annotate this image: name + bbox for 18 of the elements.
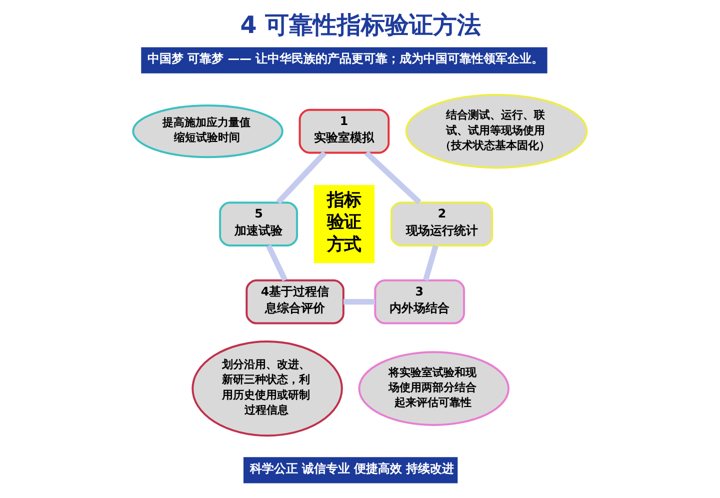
connector <box>422 244 438 281</box>
label: 中国梦 可靠梦 —— 让中华民族的产品更可靠；成为中国可靠性领军企业。 <box>147 52 544 66</box>
node-ellipse: 提高施加应力量值缩短试验时间 <box>132 104 284 158</box>
connector <box>266 244 288 282</box>
node-box: 2 现场运行统计 <box>390 202 494 246</box>
node-ellipse: 结合测试、运行、联试、试用等现场使用（技术状态基本固化） <box>405 94 588 169</box>
connector <box>276 150 327 204</box>
node-box: 3 内外场结合 <box>374 279 465 324</box>
node-box: 5 加速试验 <box>219 202 298 246</box>
diagram-title: 4 可靠性指标验证方法 <box>240 10 482 39</box>
label: 科学公正 诚信专业 便捷高效 持续改进 <box>250 462 454 476</box>
connector <box>343 299 375 305</box>
node-ellipse: 划分沿用、改进、新研三种状态，利用历史使用或研制过程信息 <box>192 340 343 437</box>
connector <box>364 150 422 204</box>
node-ellipse: 将实验室试验和现场使用两部分结合起来评估可靠性 <box>358 351 510 426</box>
node-box: 1 实验室模拟 <box>298 108 390 154</box>
node-box: 指标验证方式 <box>314 185 375 264</box>
node-box: 4基于过程信息综合评价 <box>246 279 344 324</box>
